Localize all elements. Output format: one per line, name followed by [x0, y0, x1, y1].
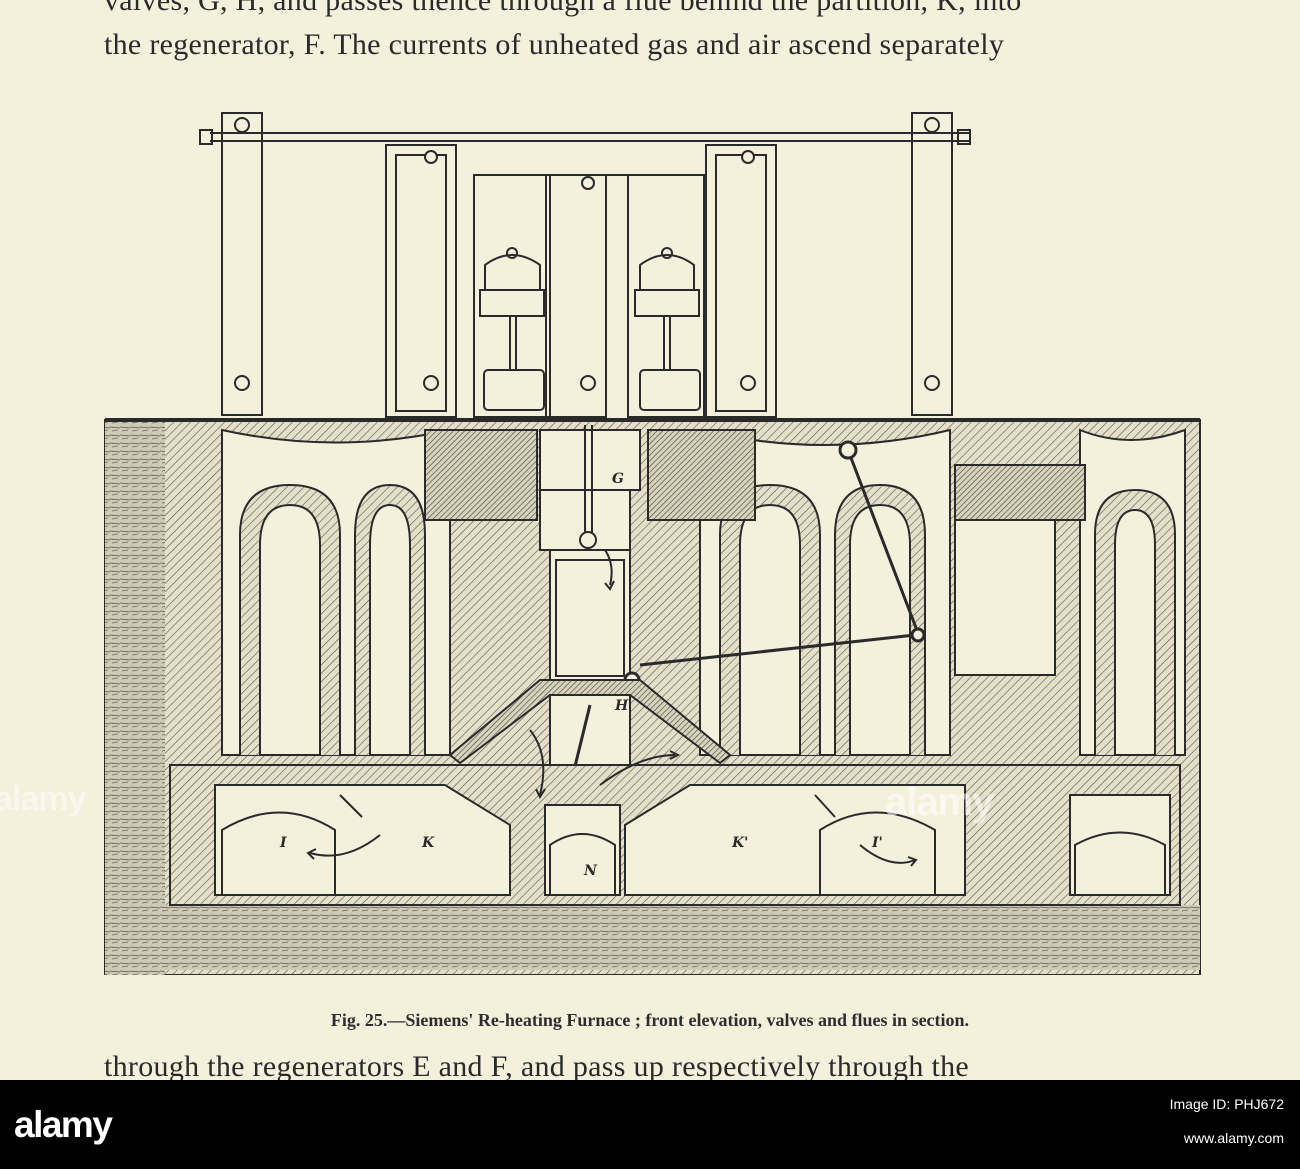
alamy-logo: alamy: [14, 1104, 113, 1145]
image-id-label: Image ID: PHJ672: [1169, 1096, 1284, 1112]
side-chamber: [954, 504, 1056, 676]
figure-caption: Fig. 25.—Siemens' Re-heating Furnace ; f…: [330, 1010, 970, 1030]
body-text-line: the regenerator, F. The currents of unhe…: [104, 28, 1005, 61]
figure-labels: G H I K N K' I': [279, 471, 883, 879]
left-earth: [105, 420, 165, 975]
inner-arches: [221, 794, 1166, 895]
watermark: alamy: [0, 780, 86, 818]
footer-bar: [0, 1080, 1300, 1169]
label-i: I: [279, 835, 287, 851]
valve-frame: [199, 112, 971, 418]
furnace-illustration: G H I K N K' I': [104, 112, 1201, 975]
flow-arrows: [306, 549, 918, 867]
arch-openings: [259, 503, 1156, 756]
ground-earth: [120, 905, 1200, 970]
book-page: valves, G, H, and passes thence through …: [0, 0, 1300, 1080]
valve-weights: [479, 247, 701, 411]
label-i-prime: I': [871, 835, 883, 851]
site-url-label: www.alamy.com: [1183, 1130, 1284, 1146]
body-text-line: valves, G, H, and passes thence through …: [104, 0, 1022, 17]
label-k: K: [421, 835, 435, 851]
valve-shaft: [539, 425, 641, 681]
label-h: H: [614, 698, 629, 714]
body-text-line: through the regenerators E and F, and pa…: [104, 1050, 970, 1080]
watermark: alamy: [885, 780, 994, 824]
label-k-prime: K': [731, 835, 748, 851]
valve-bolts: [234, 117, 940, 391]
label-n: N: [583, 863, 598, 879]
valve-blocks: [424, 429, 1086, 521]
label-g: G: [612, 471, 624, 487]
